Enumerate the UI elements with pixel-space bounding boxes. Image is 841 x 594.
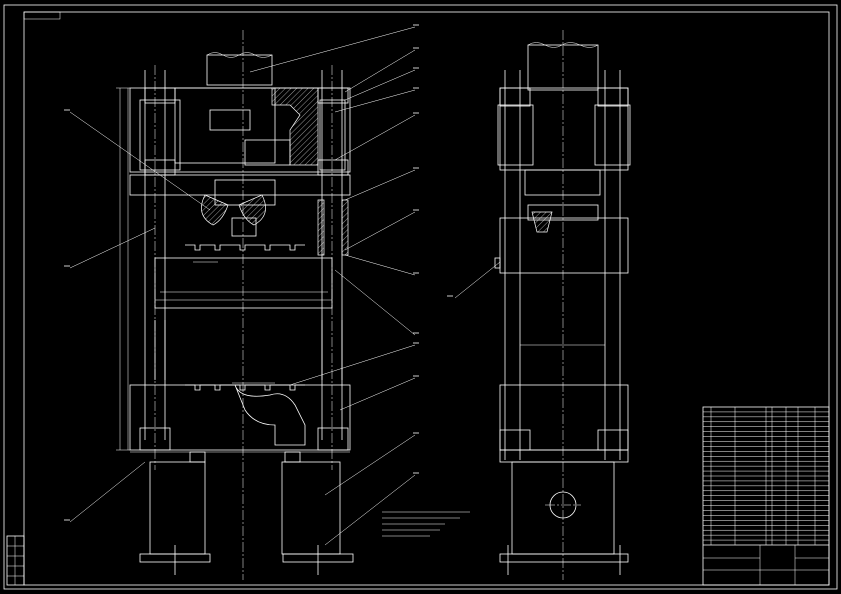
revision-box bbox=[6, 535, 25, 586]
front-view bbox=[64, 24, 470, 580]
title-block bbox=[702, 406, 830, 586]
balloon-ticks bbox=[64, 24, 419, 521]
side-view bbox=[447, 30, 631, 580]
sheet-border bbox=[3, 4, 838, 590]
technical-notes bbox=[382, 511, 470, 537]
